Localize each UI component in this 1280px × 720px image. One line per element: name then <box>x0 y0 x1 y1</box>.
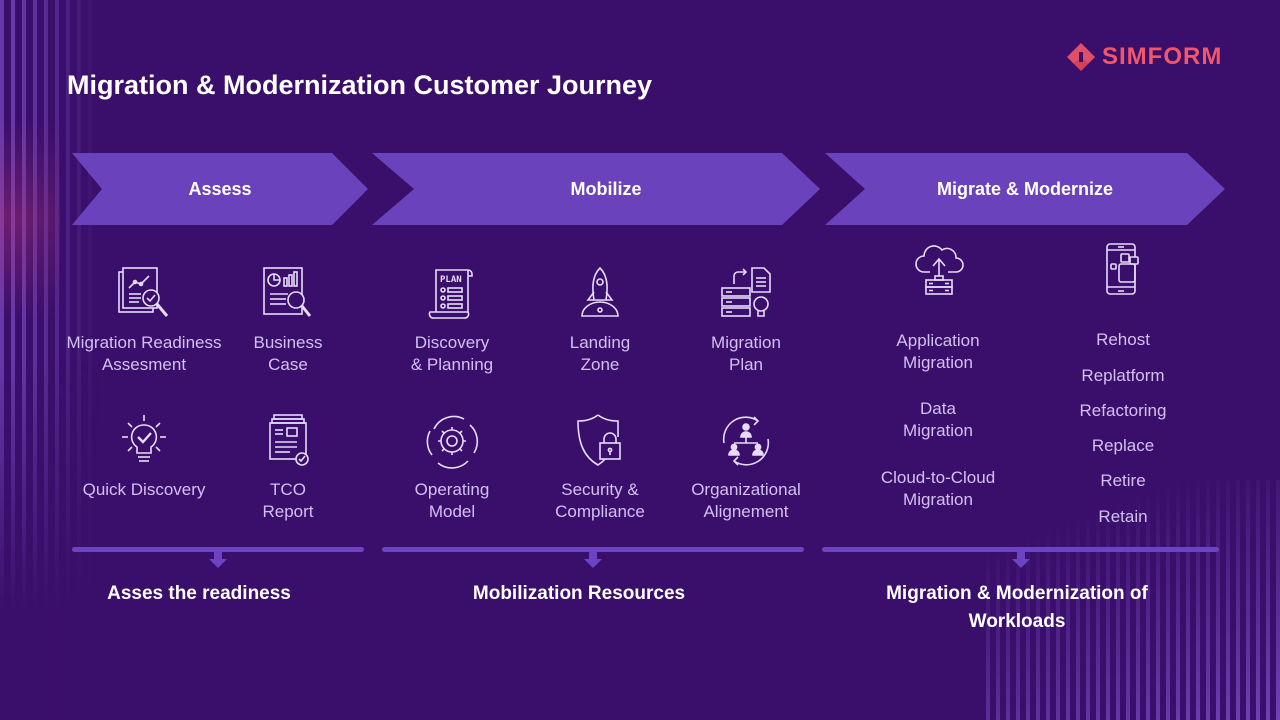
item-label: Discovery <box>414 333 490 352</box>
chevron-shape <box>825 153 1225 225</box>
decorative-stripes-left <box>0 0 100 720</box>
item-label: Cloud-to-Cloud <box>880 468 996 487</box>
strategy-retire: Retire <box>1100 471 1146 490</box>
server-document-icon <box>721 267 771 317</box>
summary-mobilize: Mobilization Resources <box>472 583 686 604</box>
strategy-retain: Retain <box>1098 507 1148 526</box>
assess-item-readiness: Migration Readiness Assesment <box>55 266 233 376</box>
arrow-down-icon <box>209 552 227 568</box>
stage-mobilize: Mobilize <box>372 153 820 225</box>
item-label: Zone <box>580 355 620 374</box>
summary-line: Workloads <box>968 611 1066 632</box>
mobilize-item-organizational-alignment: Organizational Alignement <box>680 413 812 523</box>
divider-mobilize <box>382 547 804 552</box>
stage-label: Assess <box>188 179 252 199</box>
stage-label: Mobilize <box>570 179 642 199</box>
summary-assess: Asses the readiness <box>107 583 291 604</box>
strategy-replace: Replace <box>1091 436 1155 455</box>
brand-logo: SIMFORM <box>1066 42 1222 72</box>
readiness-report-icon <box>118 267 169 317</box>
divider-assess <box>72 547 364 552</box>
assess-item-quick-discovery: Quick Discovery <box>55 413 233 501</box>
business-case-icon <box>263 267 312 317</box>
item-label: Organizational <box>691 480 801 499</box>
summary-migrate: Migration & Modernization of Workloads <box>840 580 1194 636</box>
item-label: Business <box>253 333 323 352</box>
migrate-item-application: Application Migration <box>858 330 1018 374</box>
strategy-rehost: Rehost <box>1096 330 1150 349</box>
summary-line: Migration & Modernization of <box>886 583 1148 604</box>
strategy-replatform: Replatform <box>1081 366 1165 385</box>
chevron-shape <box>72 153 368 225</box>
mobilize-item-operating-model: Operating Model <box>392 413 512 523</box>
page-title: Migration & Modernization Customer Journ… <box>67 70 653 100</box>
item-label: Application <box>896 331 980 350</box>
migrate-item-data: Data Migration <box>858 398 1018 442</box>
mobile-apps-icon <box>1106 243 1139 295</box>
item-label: Migration <box>903 490 973 509</box>
migrate-item-cloud-to-cloud: Cloud-to-Cloud Migration <box>858 467 1018 511</box>
simform-logo-icon <box>1067 43 1095 71</box>
arrow-down-icon <box>584 552 602 568</box>
svg-text:PLAN: PLAN <box>440 275 462 285</box>
assess-item-business-case: Business Case <box>238 266 338 376</box>
gear-cycle-icon <box>426 415 479 469</box>
stage-assess: Assess <box>72 153 368 225</box>
item-label: Migration <box>903 353 973 372</box>
item-label: Operating <box>414 480 490 499</box>
item-label: Plan <box>728 355 764 374</box>
stage-migrate-modernize: Migrate & Modernize <box>825 153 1225 225</box>
item-label: Alignement <box>703 502 789 521</box>
item-label: Landing <box>569 333 631 352</box>
item-label: Quick Discovery <box>82 480 206 499</box>
stage-label: Migrate & Modernize <box>936 179 1114 199</box>
mobilize-item-landing-zone: Landing Zone <box>540 266 660 376</box>
mobilize-item-migration-plan: Migration Plan <box>686 266 806 376</box>
item-label: Model <box>428 502 476 521</box>
item-label: Compliance <box>555 502 645 521</box>
mobilize-item-security-compliance: Security & Compliance <box>540 413 660 523</box>
item-label: Data <box>920 399 956 418</box>
rocket-icon <box>581 266 619 317</box>
cloud-upload-server-icon <box>915 245 964 295</box>
brand-name: SIMFORM <box>1102 43 1223 70</box>
divider-migrate <box>822 547 1219 552</box>
chevron-shape <box>372 153 820 225</box>
mobilize-item-discovery-planning: PLAN Discovery & Planning <box>392 266 512 376</box>
item-label: Migration <box>711 333 781 352</box>
org-chart-cycle-icon <box>722 416 770 466</box>
item-label: TCO <box>270 480 306 499</box>
item-label: Migration Readiness <box>66 333 222 352</box>
item-label: Security & <box>561 480 639 499</box>
item-label: & Planning <box>410 355 494 374</box>
assess-item-tco-report: TCO Report <box>238 413 338 523</box>
item-label: Case <box>268 355 308 374</box>
strategy-refactoring: Refactoring <box>1079 401 1167 420</box>
report-check-icon <box>269 414 309 466</box>
item-label: Report <box>262 502 314 521</box>
arrow-down-icon <box>1012 552 1030 568</box>
item-label: Assesment <box>101 355 187 374</box>
decorative-stripes-right <box>980 480 1280 720</box>
shield-lock-icon <box>577 414 621 466</box>
lightbulb-check-icon <box>122 415 166 462</box>
item-label: Migration <box>903 421 973 440</box>
plan-scroll-icon: PLAN <box>428 269 473 319</box>
